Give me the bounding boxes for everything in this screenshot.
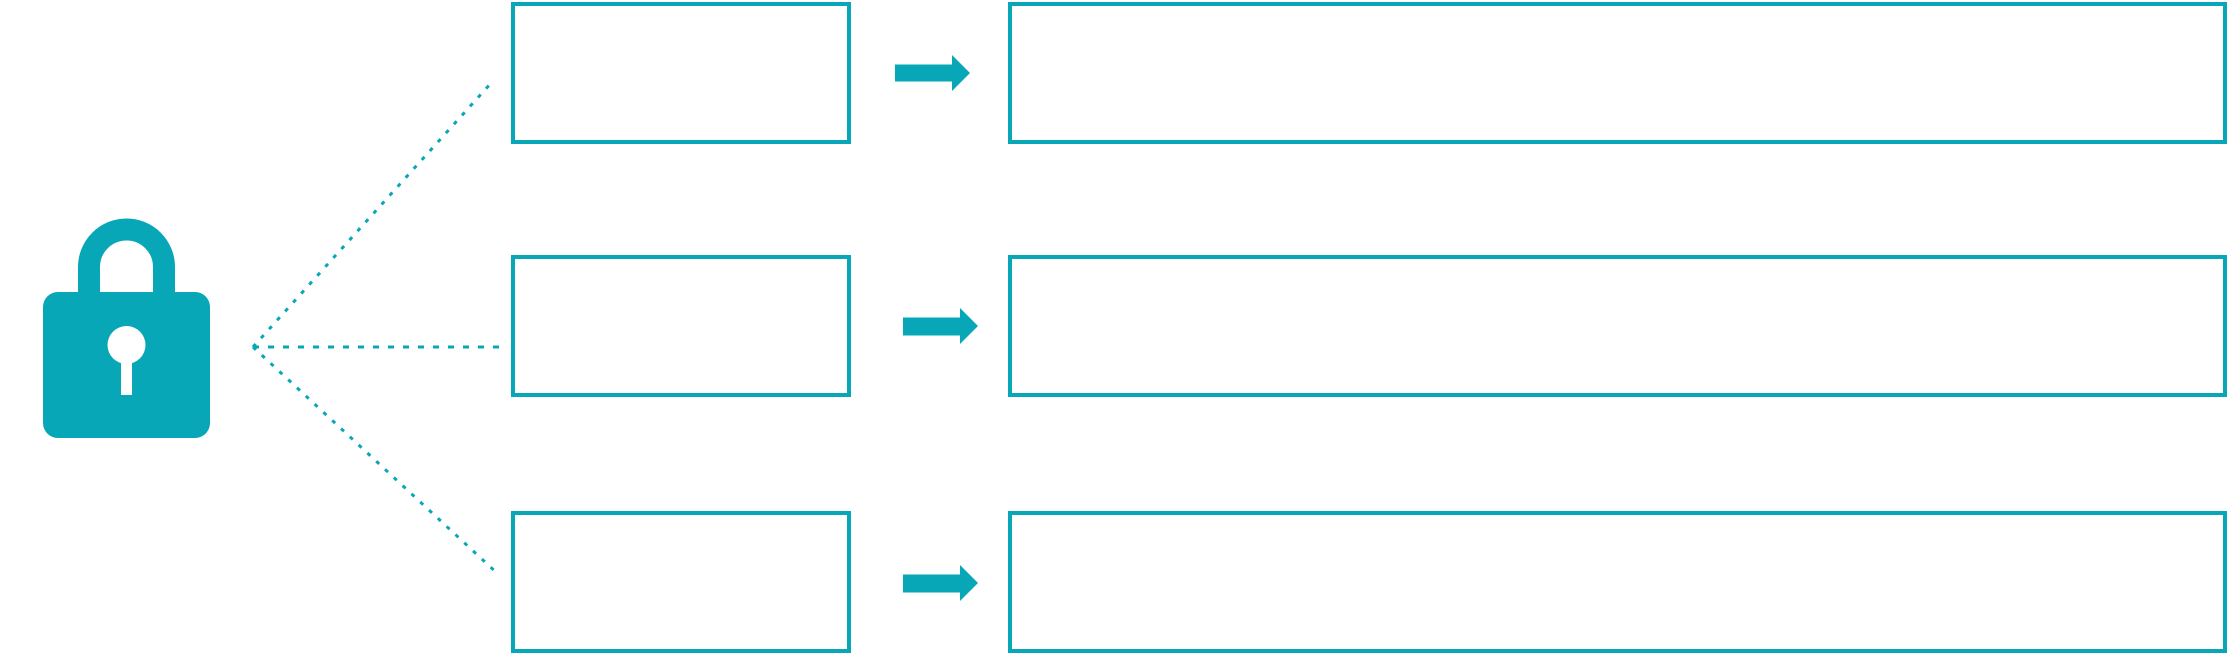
dotted-line-bottom xyxy=(251,345,500,576)
dotted-line-top xyxy=(251,80,494,349)
arrow-right-icon xyxy=(903,565,978,601)
arrow-right-icon xyxy=(903,308,978,344)
arrow-right-icon xyxy=(895,55,970,91)
key-box-1-label xyxy=(515,6,847,26)
detail-panel-1-text xyxy=(1012,6,2223,26)
key-box-2 xyxy=(511,255,851,397)
detail-panel-3-text xyxy=(1012,515,2223,535)
detail-panel-1 xyxy=(1008,2,2227,144)
lock-icon xyxy=(43,218,210,438)
detail-panel-3 xyxy=(1008,511,2227,653)
detail-panel-2 xyxy=(1008,255,2227,397)
key-box-2-label xyxy=(515,259,847,279)
dotted-connectors xyxy=(251,80,503,576)
detail-panel-2-text xyxy=(1012,259,2223,279)
key-box-3 xyxy=(511,511,851,653)
key-box-3-label xyxy=(515,515,847,535)
row-arrows xyxy=(895,55,978,601)
key-box-1 xyxy=(511,2,851,144)
